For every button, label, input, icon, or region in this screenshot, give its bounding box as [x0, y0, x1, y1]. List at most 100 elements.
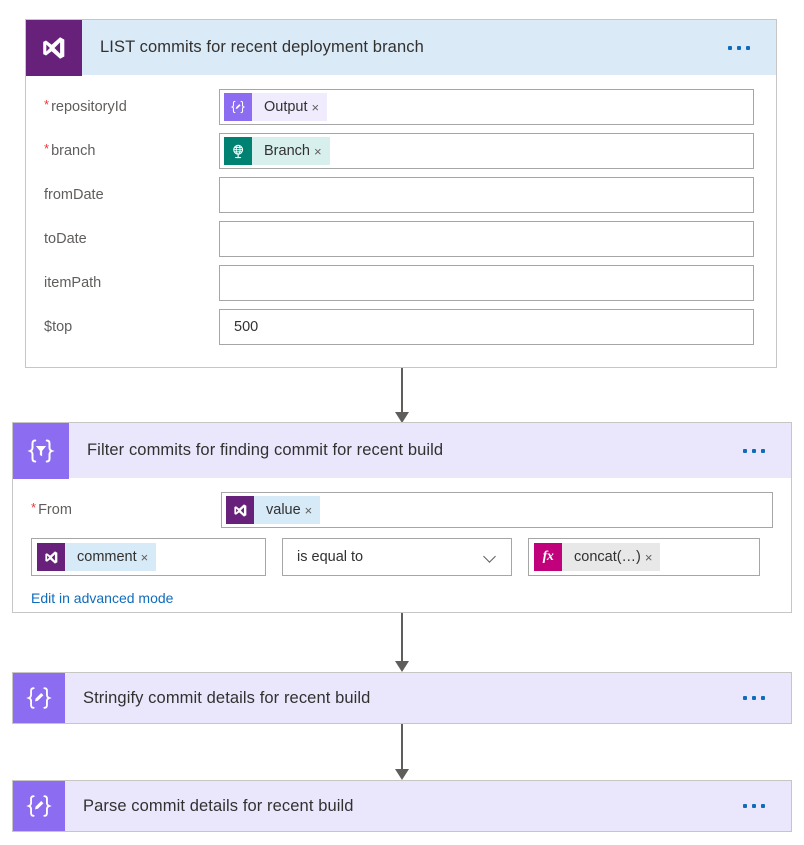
- form-row-branch: * branch B: [44, 133, 754, 169]
- card-header[interactable]: LIST commits for recent deployment branc…: [25, 19, 777, 76]
- token-chip-branch[interactable]: Branch ×: [224, 137, 330, 165]
- connector-line: [401, 724, 403, 770]
- card-title: Stringify commit details for recent buil…: [83, 688, 371, 707]
- token-chip-body: Output ×: [252, 93, 328, 121]
- field-label: * repositoryId: [44, 96, 219, 116]
- field-label-text: repositoryId: [51, 99, 127, 115]
- form-row-fromdate: fromDate: [44, 177, 754, 213]
- todate-input[interactable]: [219, 221, 754, 257]
- chevron-down-icon: [485, 551, 497, 563]
- card-title: Filter commits for finding commit for re…: [87, 441, 444, 459]
- field-label: * branch: [44, 140, 219, 160]
- field-label-text: From: [38, 502, 72, 518]
- arrow-head-icon: [395, 412, 409, 423]
- menu-dot: [761, 696, 765, 700]
- form-row-itempath: itemPath: [44, 265, 754, 301]
- token-chip-body: Branch ×: [252, 137, 330, 165]
- arrow-head-icon: [395, 769, 409, 780]
- connector-arrow: [390, 613, 414, 672]
- branch-input[interactable]: Branch ×: [219, 133, 754, 169]
- token-chip-output[interactable]: Output ×: [224, 93, 328, 121]
- fx-glyph: fx: [542, 549, 554, 564]
- form-row-todate: toDate: [44, 221, 754, 257]
- required-asterisk: *: [44, 96, 50, 112]
- menu-dot: [737, 45, 741, 50]
- card-menu-button[interactable]: [718, 45, 776, 50]
- card-header[interactable]: Stringify commit details for recent buil…: [13, 673, 791, 723]
- menu-dot: [752, 696, 756, 700]
- card-menu-button[interactable]: [733, 448, 791, 453]
- menu-dot: [752, 448, 756, 453]
- top-input[interactable]: 500: [219, 309, 754, 345]
- token-chip-value[interactable]: value ×: [226, 496, 321, 524]
- condition-operator-select[interactable]: is equal to: [282, 538, 512, 576]
- card-header[interactable]: Parse commit details for recent build: [13, 781, 791, 831]
- token-chip-label: Output: [264, 99, 308, 115]
- field-label-text: fromDate: [44, 187, 104, 203]
- menu-dot: [752, 804, 756, 808]
- token-chip-concat[interactable]: fx concat(…) ×: [534, 543, 661, 571]
- form-row-repositoryid: * repositoryId Output: [44, 89, 754, 125]
- close-icon[interactable]: ×: [304, 502, 313, 518]
- token-chip-body: concat(…) ×: [562, 543, 661, 571]
- token-chip-label: concat(…): [574, 549, 641, 565]
- card-header[interactable]: Filter commits for finding commit for re…: [12, 422, 792, 479]
- connector-line: [401, 368, 403, 413]
- condition-right-operand[interactable]: fx concat(…) ×: [528, 538, 760, 576]
- function-fx-icon: fx: [534, 543, 562, 571]
- field-label: * From: [31, 499, 221, 519]
- action-card-parse[interactable]: Parse commit details for recent build: [12, 780, 792, 832]
- field-label-text: $top: [44, 319, 73, 335]
- menu-dot: [761, 448, 765, 453]
- condition-row: comment × is equal to fx: [31, 538, 773, 576]
- close-icon[interactable]: ×: [644, 549, 653, 565]
- itempath-input[interactable]: [219, 265, 754, 301]
- edit-advanced-mode-link[interactable]: Edit in advanced mode: [31, 590, 174, 606]
- close-icon[interactable]: ×: [311, 99, 320, 115]
- repositoryid-input[interactable]: Output ×: [219, 89, 754, 125]
- menu-dot: [743, 804, 747, 808]
- compose-icon: [13, 673, 65, 723]
- action-card-filter-array[interactable]: Filter commits for finding commit for re…: [12, 422, 792, 613]
- card-title: Parse commit details for recent build: [83, 796, 354, 815]
- action-card-stringify[interactable]: Stringify commit details for recent buil…: [12, 672, 792, 724]
- field-label-text: toDate: [44, 231, 87, 247]
- connector-arrow: [390, 724, 414, 780]
- menu-dot: [746, 45, 750, 50]
- card-menu-button[interactable]: [733, 804, 791, 808]
- card-menu-button[interactable]: [733, 696, 791, 700]
- arrow-head-icon: [395, 661, 409, 672]
- field-label: itemPath: [44, 275, 219, 291]
- required-asterisk: *: [44, 140, 50, 156]
- compose-icon: [13, 781, 65, 831]
- menu-dot: [761, 804, 765, 808]
- required-asterisk: *: [31, 499, 37, 515]
- field-label-text: branch: [51, 143, 96, 159]
- menu-dot: [728, 45, 732, 50]
- from-input[interactable]: value ×: [221, 492, 773, 528]
- visual-studio-icon: [226, 496, 254, 524]
- filter-array-icon: [13, 422, 69, 479]
- visual-studio-icon: [37, 543, 65, 571]
- operator-value: is equal to: [297, 549, 364, 565]
- action-card-list-commits[interactable]: LIST commits for recent deployment branc…: [25, 19, 777, 368]
- token-chip-comment[interactable]: comment ×: [37, 543, 157, 571]
- operator-select-inner[interactable]: is equal to: [283, 539, 511, 575]
- close-icon[interactable]: ×: [140, 549, 149, 565]
- token-chip-label: Branch: [264, 143, 310, 159]
- menu-dot: [743, 696, 747, 700]
- form-row-from: * From value ×: [31, 492, 773, 528]
- card-body: * From value ×: [13, 478, 791, 608]
- condition-left-operand[interactable]: comment ×: [31, 538, 266, 576]
- token-chip-body: comment ×: [65, 543, 157, 571]
- field-label-text: itemPath: [44, 275, 102, 291]
- token-chip-label: comment: [77, 549, 137, 565]
- card-title: LIST commits for recent deployment branc…: [100, 38, 424, 56]
- fromdate-input[interactable]: [219, 177, 754, 213]
- field-label: fromDate: [44, 187, 219, 203]
- field-label: toDate: [44, 231, 219, 247]
- card-body: * repositoryId Output: [26, 75, 776, 363]
- close-icon[interactable]: ×: [313, 143, 322, 159]
- form-row-top: $top 500: [44, 309, 754, 345]
